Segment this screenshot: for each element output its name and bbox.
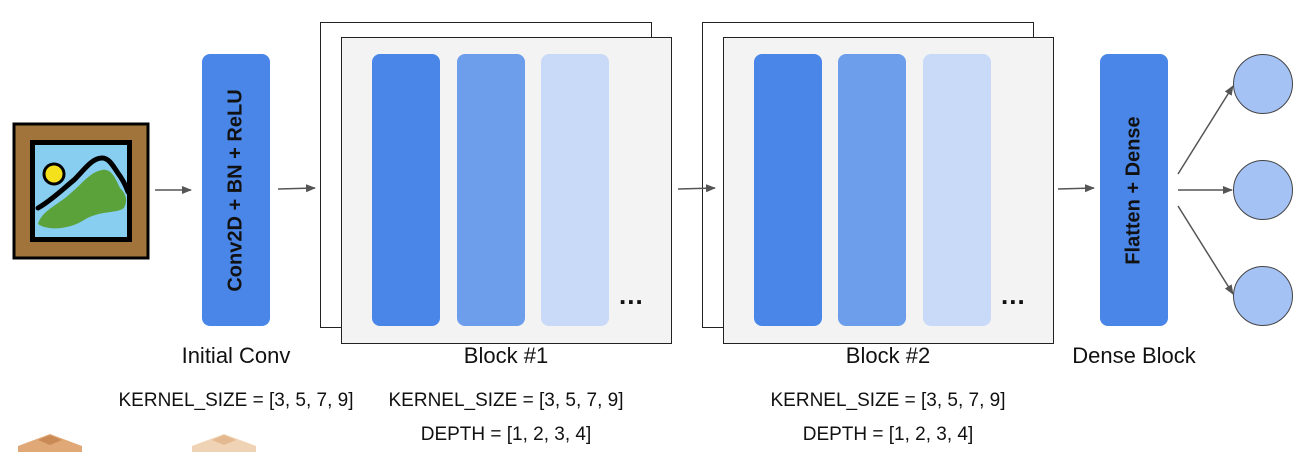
block2-caption: Block #2 bbox=[845, 343, 931, 368]
arrow-dense-to-node-3 bbox=[1177, 205, 1234, 295]
block1-depth: DEPTH = [1, 2, 3, 4] bbox=[420, 424, 592, 445]
block2-bar-1 bbox=[754, 54, 822, 326]
output-node-3 bbox=[1233, 266, 1293, 326]
block2-bar-3 bbox=[923, 54, 991, 326]
dense-box: Flatten + Dense bbox=[1100, 54, 1168, 326]
arrow-block2-to-dense bbox=[1057, 184, 1095, 193]
block2-kernel-size: KERNEL_SIZE = [3, 5, 7, 9] bbox=[770, 390, 1006, 411]
block1-bar-1 bbox=[372, 54, 440, 326]
initial-conv-box: Conv2D + BN + ReLU bbox=[202, 54, 270, 326]
block1-bar-2 bbox=[457, 54, 525, 326]
block2-bar-2 bbox=[838, 54, 906, 326]
dense-caption: Dense Block bbox=[1072, 343, 1196, 368]
output-node-2 bbox=[1233, 160, 1293, 220]
arrow-conv-to-block1 bbox=[277, 184, 316, 193]
block2-depth: DEPTH = [1, 2, 3, 4] bbox=[802, 424, 974, 445]
block1-kernel-size: KERNEL_SIZE = [3, 5, 7, 9] bbox=[388, 390, 624, 411]
package-box-icon bbox=[18, 432, 82, 452]
block1-ellipsis: ... bbox=[619, 280, 644, 310]
initial-conv-kernel-size: KERNEL_SIZE = [3, 5, 7, 9] bbox=[118, 390, 354, 411]
block2-ellipsis: ... bbox=[1001, 280, 1026, 310]
arrow-block1-to-block2 bbox=[677, 184, 716, 193]
framed-picture-icon bbox=[12, 122, 150, 260]
output-node-1 bbox=[1233, 54, 1293, 114]
arrow-dense-to-node-1 bbox=[1177, 85, 1234, 175]
package-box-icon-2 bbox=[192, 432, 256, 452]
initial-conv-caption: Initial Conv bbox=[181, 343, 291, 368]
block1-caption: Block #1 bbox=[463, 343, 549, 368]
block1-bar-3 bbox=[541, 54, 609, 326]
